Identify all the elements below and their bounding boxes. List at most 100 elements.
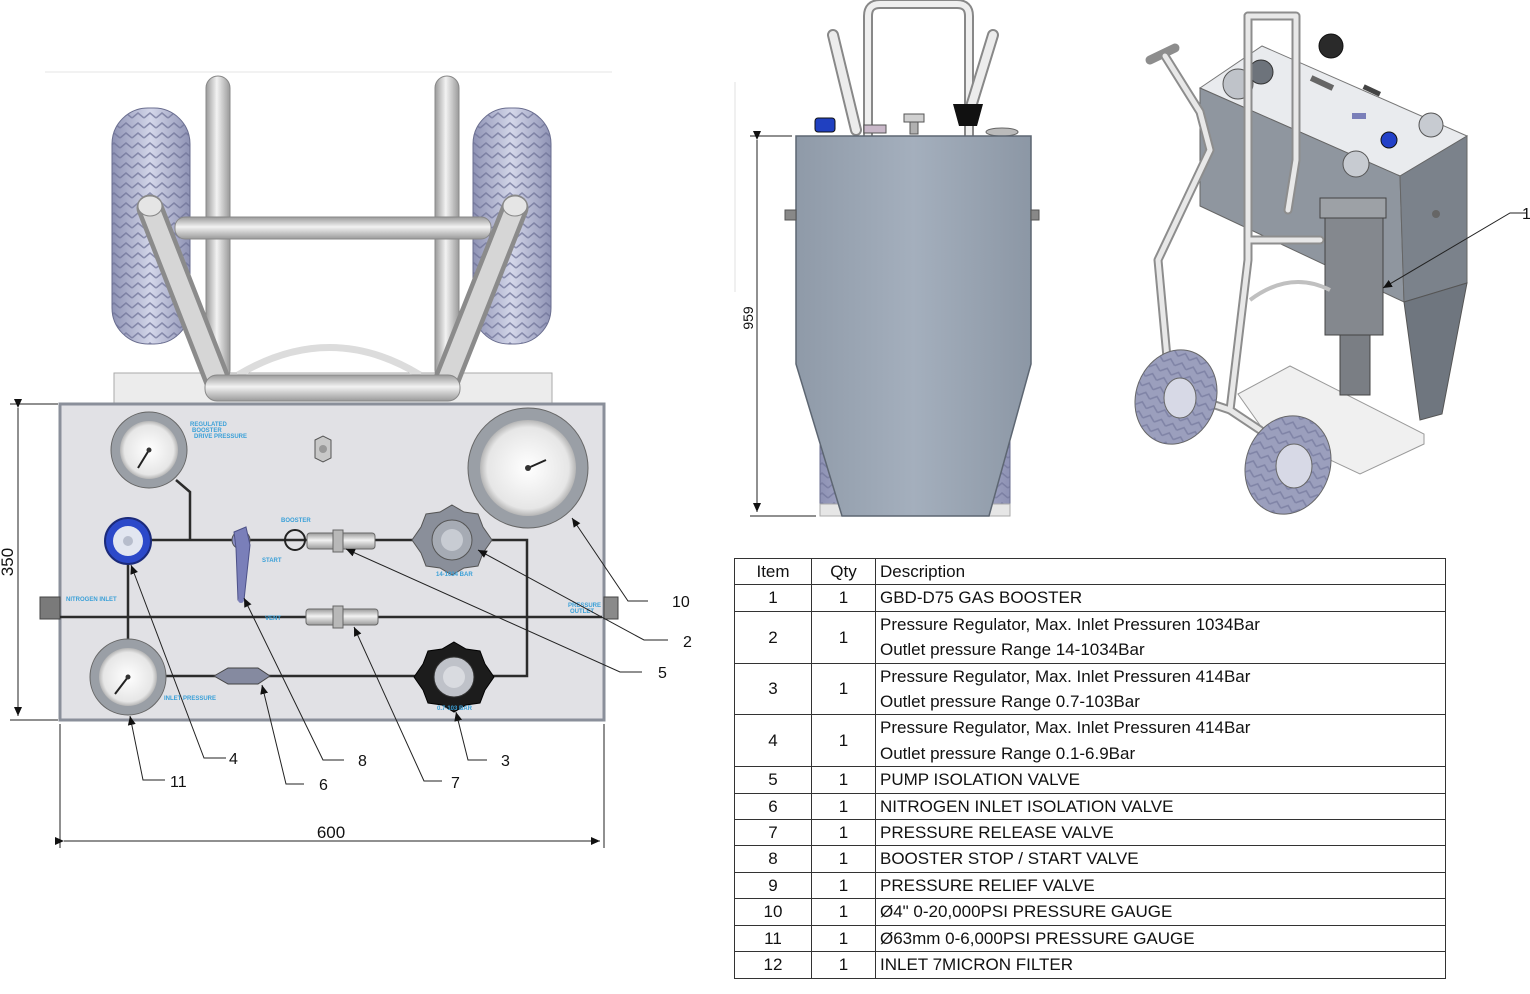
cell-item: 10	[734, 898, 812, 926]
col-header-item: Item	[734, 557, 812, 586]
callout-2: 2	[683, 634, 692, 651]
description-line: GBD-D75 GAS BOOSTER	[880, 588, 1083, 608]
cell-qty: 1	[811, 584, 876, 612]
cell-qty: 1	[811, 792, 876, 821]
callout-4: 4	[229, 751, 238, 768]
cell-description: Pressure Regulator, Max. Inlet Pressuren…	[875, 662, 1446, 716]
description-line: Outlet pressure Range 0.7-103Bar	[880, 692, 1140, 712]
cell-description: Ø4" 0-20,000PSI PRESSURE GAUGE	[875, 898, 1446, 926]
cell-item: 4	[734, 714, 812, 768]
trolley-frame	[113, 75, 553, 404]
label-range-14: 14-1034 BAR	[436, 572, 473, 578]
description-line: Pressure Regulator, Max. Inlet Pressuren…	[880, 614, 1260, 634]
callout-7: 7	[451, 775, 460, 792]
cell-item: 3	[734, 662, 812, 716]
cell-item: 7	[734, 819, 812, 847]
description-line: Outlet pressure Range 14-1034Bar	[880, 640, 1145, 660]
cell-description: PRESSURE RELEASE VALVE	[875, 819, 1446, 847]
high-pressure-regulator	[411, 504, 493, 576]
dimension-lines	[10, 399, 605, 848]
dim-height-350: 350	[0, 548, 17, 576]
callout-6: 6	[319, 777, 328, 794]
cell-qty: 1	[811, 610, 876, 664]
cell-item: 12	[734, 951, 812, 979]
dim-width-600: 600	[317, 823, 345, 842]
cell-description: INLET 7MICRON FILTER	[875, 951, 1446, 979]
cell-qty: 1	[811, 766, 876, 794]
description-line: INLET 7MICRON FILTER	[880, 955, 1074, 975]
cell-item: 9	[734, 871, 812, 900]
label-vent: VENT	[265, 616, 281, 622]
cell-qty: 1	[811, 714, 876, 768]
cell-qty: 1	[811, 845, 876, 873]
description-line: Pressure Regulator, Max. Inlet Pressuren…	[880, 718, 1251, 738]
label-start: START	[262, 558, 282, 564]
booster-start-valve	[231, 526, 251, 603]
label-nitrogen-inlet: NITROGEN INLET	[66, 597, 117, 603]
iso-wheel-back	[1134, 349, 1218, 445]
description-line: Outlet pressure Range 0.1-6.9Bar	[880, 743, 1136, 763]
col-header-description: Description	[875, 557, 1446, 586]
cell-description: Pressure Regulator, Max. Inlet Pressuren…	[875, 610, 1446, 664]
nitrogen-inlet-valve	[212, 667, 271, 685]
cell-description: PUMP ISOLATION VALVE	[875, 766, 1446, 794]
description-line: PRESSURE RELEASE VALVE	[880, 823, 1114, 843]
label-range-07: 0.7-103 BAR	[437, 706, 473, 712]
cell-item: 5	[734, 766, 812, 794]
label-pressure: PRESSURE	[568, 603, 601, 609]
pressure-release-valve	[305, 605, 379, 629]
description-line: Ø63mm 0-6,000PSI PRESSURE GAUGE	[880, 928, 1195, 948]
cell-qty: 1	[811, 898, 876, 926]
callout-5: 5	[658, 665, 667, 682]
dim-height-959: 959	[740, 306, 756, 330]
callout-3: 3	[501, 753, 510, 770]
col-header-qty: Qty	[811, 557, 876, 586]
cell-description: NITROGEN INLET ISOLATION VALVE	[875, 792, 1446, 821]
cell-item: 2	[734, 610, 812, 664]
cell-description: GBD-D75 GAS BOOSTER	[875, 584, 1446, 612]
callout-1: 1	[1522, 206, 1530, 223]
front-view: REGULATED BOOSTER DRIVE PRESSURE START	[0, 71, 692, 848]
iso-wheel-front	[1244, 415, 1332, 515]
low-pressure-regulator	[104, 517, 152, 565]
inlet-pressure-gauge	[89, 638, 167, 716]
cell-description: PRESSURE RELIEF VALVE	[875, 871, 1446, 900]
side-view: 959	[734, 0, 1040, 517]
callout-8: 8	[358, 753, 367, 770]
cell-qty: 1	[811, 924, 876, 953]
label-outlet: OUTLET	[570, 609, 594, 615]
cell-qty: 1	[811, 871, 876, 900]
cell-description: BOOSTER STOP / START VALVE	[875, 845, 1446, 873]
cell-description: Pressure Regulator, Max. Inlet Pressuren…	[875, 714, 1446, 768]
regulated-pressure-gauge	[110, 411, 188, 489]
description-line: Pressure Regulator, Max. Inlet Pressuren…	[880, 666, 1251, 686]
description-line: Ø4" 0-20,000PSI PRESSURE GAUGE	[880, 902, 1173, 922]
cell-qty: 1	[811, 951, 876, 979]
label-booster-valve: BOOSTER	[281, 518, 311, 524]
callout-10: 10	[672, 594, 690, 611]
outlet-pressure-gauge	[467, 407, 589, 529]
cell-item: 6	[734, 792, 812, 821]
cell-item: 1	[734, 584, 812, 612]
label-booster: BOOSTER	[192, 428, 222, 434]
label-drive-pressure: DRIVE PRESSURE	[194, 434, 247, 440]
table-header-row: Item Qty Description	[734, 557, 1446, 586]
pump-isolation-valve	[306, 529, 376, 553]
label-inlet-pressure: INLET PRESSURE	[164, 696, 216, 702]
cell-item: 8	[734, 845, 812, 873]
isometric-view: 1	[1134, 11, 1530, 515]
cell-item: 11	[734, 924, 812, 953]
description-line: PRESSURE RELIEF VALVE	[880, 875, 1095, 895]
cell-description: Ø63mm 0-6,000PSI PRESSURE GAUGE	[875, 924, 1446, 953]
